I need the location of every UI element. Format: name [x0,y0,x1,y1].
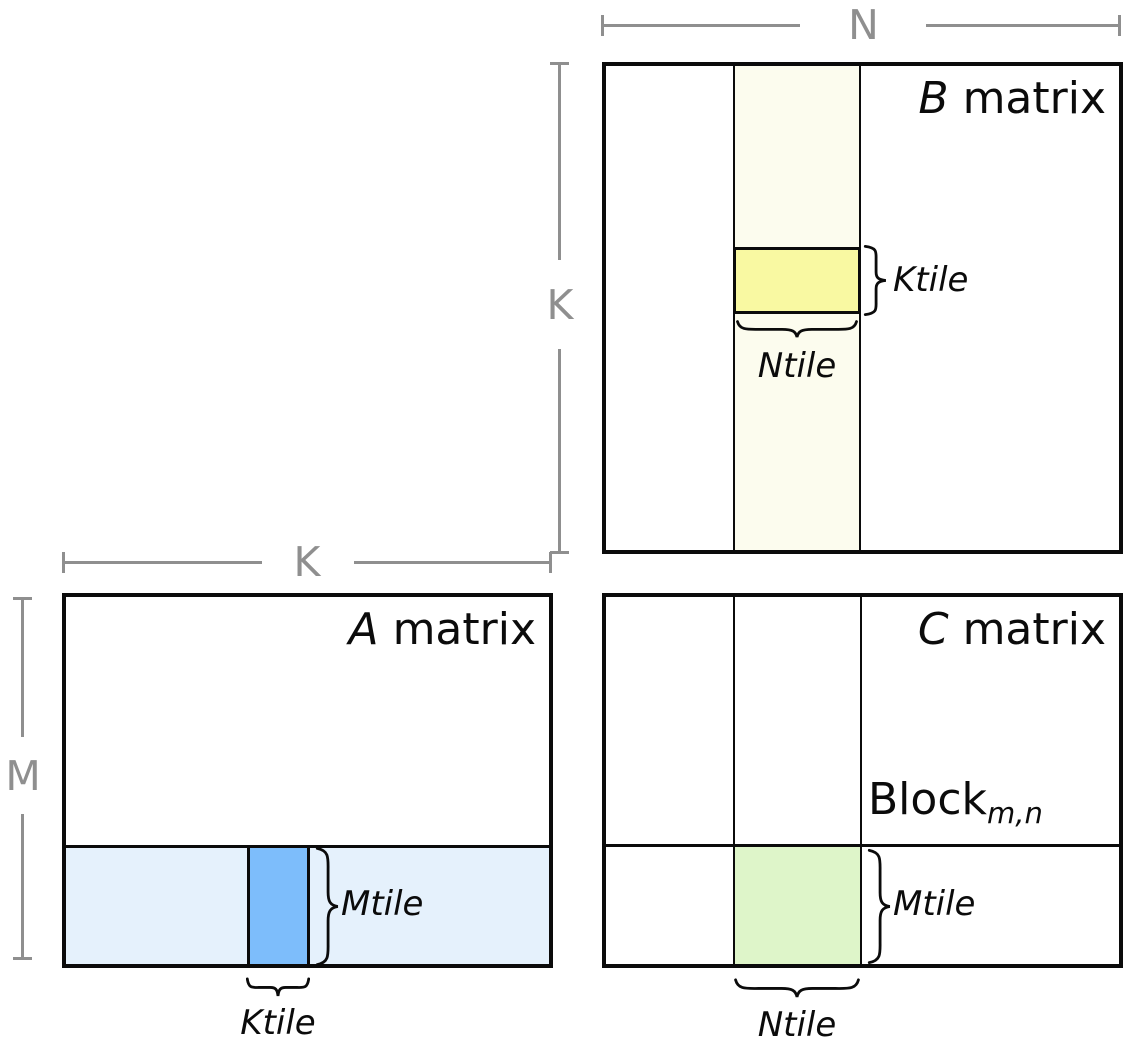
b-ktile-brace [862,245,888,316]
c-matrix-title: C matrix [840,604,1106,656]
c-matrix-title-letter: C [917,604,949,655]
n-dimension-line-right [926,24,1121,27]
b-matrix-title: B matrix [840,73,1106,125]
c-ntile-label: Ntile [757,1005,837,1045]
a-matrix-title-word: matrix [378,604,536,655]
b-ntile-brace [735,319,859,338]
c-column-right-line [860,593,862,968]
a-matrix [62,593,553,968]
b-matrix-title-word: matrix [948,73,1106,124]
k-b-dimension-line-bottom [558,349,561,553]
m-dimension-letter: M [5,751,41,800]
k-a-dimension-tick-left [62,552,65,573]
c-block-label-subscript: m,n [987,796,1043,830]
a-mtile-label: Mtile [341,884,424,924]
m-dimension-tick-top [13,597,32,600]
curly-underbrace-icon [735,319,859,338]
k-b-dimension-label: K [530,280,590,330]
c-row-line [602,844,1123,847]
c-block-label: Blockm,n [868,774,1043,829]
a-ktile-brace [246,976,310,997]
k-a-dimension-line-right [354,561,551,564]
k-b-dimension-letter: K [546,280,574,329]
c-column-left-line [733,593,735,968]
k-a-dimension-line-left [63,561,262,564]
b-ntile-label: Ntile [757,346,837,386]
c-matrix-title-word: matrix [948,604,1106,655]
b-matrix [602,62,1123,554]
m-dimension-line-top [21,598,24,737]
m-dimension-line-bottom [21,814,24,959]
curly-brace-right-icon [314,846,340,967]
c-mtile-brace [866,848,892,965]
k-a-dimension-tick-right [549,552,552,573]
m-dimension-label: M [0,751,53,801]
curly-underbrace-icon [733,977,861,998]
c-matrix [602,593,1123,968]
a-matrix-title-letter: A [348,604,379,655]
n-dimension-letter: N [848,0,879,49]
n-dimension-label: N [801,2,926,48]
a-matrix-title: A matrix [270,604,536,656]
k-a-dimension-letter: K [293,537,321,586]
n-dimension-tick-left [601,15,604,36]
c-block-label-text: Block [868,774,988,825]
k-b-dimension-tick-top [550,62,569,65]
curly-brace-right-icon [862,245,888,316]
a-ktile-label: Ktile [240,1003,316,1043]
k-b-dimension-tick-bottom [550,551,569,554]
c-ntile-brace [733,977,861,998]
c-mtile-label: Mtile [893,884,976,924]
curly-brace-right-icon [866,848,892,965]
b-matrix-title-letter: B [918,73,949,124]
curly-underbrace-icon [246,976,310,997]
k-a-dimension-label: K [277,537,337,587]
k-b-dimension-line-top [558,63,561,260]
m-dimension-tick-bottom [13,957,32,960]
b-ktile-label: Ktile [893,260,969,300]
b-ktile-rect [733,247,861,314]
a-mtile-brace [314,846,340,967]
n-dimension-line-left [602,24,800,27]
n-dimension-tick-right [1118,15,1121,36]
